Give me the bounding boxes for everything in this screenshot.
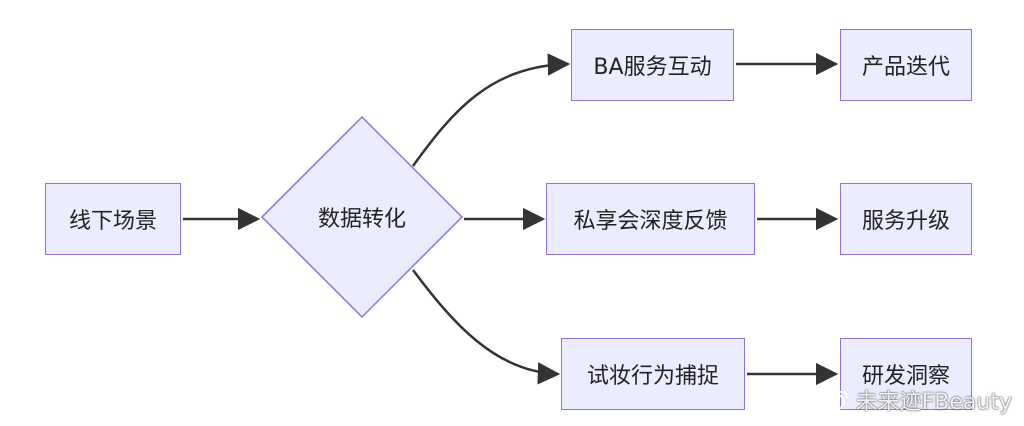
node-trial-capture: 试妆行为捕捉 (561, 338, 745, 410)
node-offline-scene: 线下场景 (45, 183, 181, 255)
node-data-conversion-text: 数据转化 (317, 207, 406, 232)
node-product-iteration-label: 产品迭代 (861, 55, 950, 80)
node-rd-insight: 研发洞察 (840, 338, 972, 410)
node-data-conversion-label: 数据转化 (297, 197, 427, 237)
weibo-icon (820, 390, 848, 411)
node-product-iteration: 产品迭代 (840, 29, 972, 101)
watermark: 未来迹FBeauty (820, 384, 1012, 416)
node-private-event: 私享会深度反馈 (546, 183, 755, 255)
node-rd-insight-label: 研发洞察 (861, 364, 950, 389)
node-ba-service-label: BA服务互动 (593, 55, 712, 80)
edge-conversion-to-ba (411, 53, 571, 167)
edge-conversion-to-trial (412, 269, 561, 385)
node-offline-scene-label: 线下场景 (68, 209, 157, 234)
decision-diamond (260, 115, 464, 319)
node-service-upgrade: 服务升级 (840, 183, 972, 255)
node-service-upgrade-label: 服务升级 (861, 209, 950, 234)
watermark-text: 未来迹FBeauty (855, 390, 1012, 415)
node-ba-service: BA服务互动 (571, 29, 734, 101)
node-private-event-label: 私享会深度反馈 (573, 209, 728, 234)
node-trial-capture-label: 试妆行为捕捉 (586, 364, 719, 389)
